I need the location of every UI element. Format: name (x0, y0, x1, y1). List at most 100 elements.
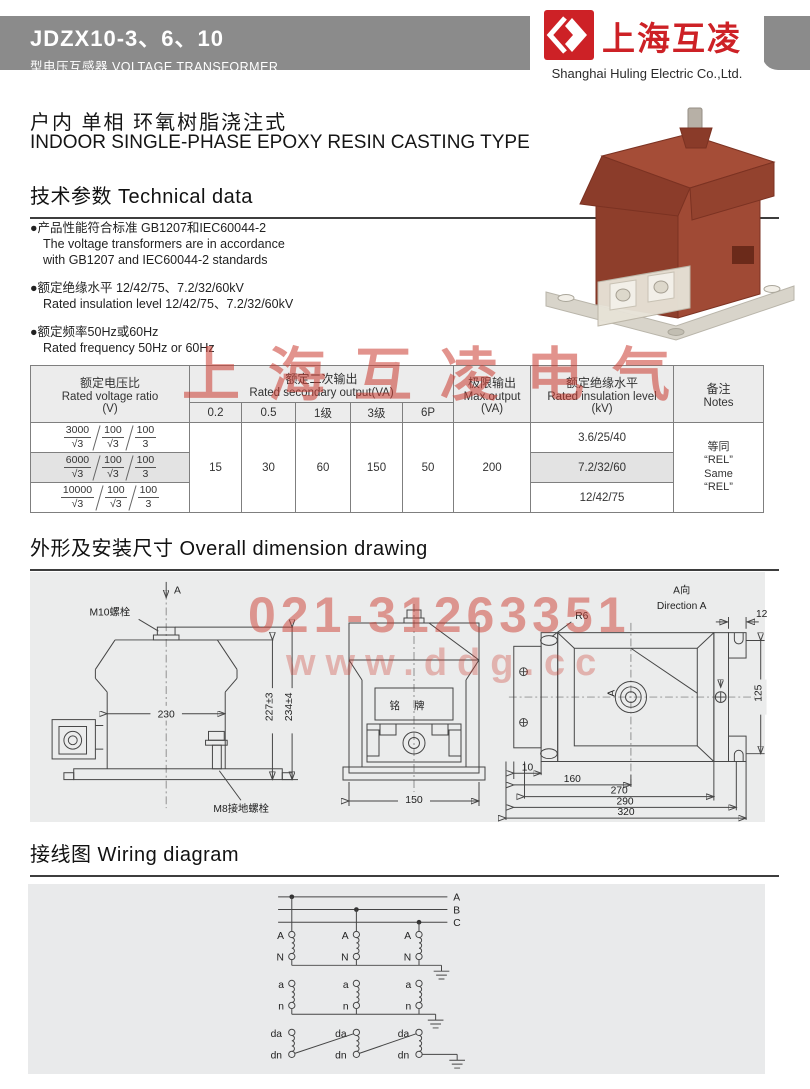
terminal-n-label: n (343, 1001, 349, 1012)
header-bar (0, 16, 534, 70)
dim-height-234: 234±4 (284, 692, 295, 721)
terminal-dn-label: dn (335, 1050, 347, 1061)
technical-data-list: ●产品性能符合标准 GB1207和IEC60044-2 The voltage … (30, 220, 510, 368)
tech-bullet-cn: ●产品性能符合标准 GB1207和IEC60044-2 (30, 221, 267, 235)
col-notes-header: 备注 Notes (673, 365, 765, 423)
header-cn: 备注 (706, 381, 731, 396)
wiring-diagram: A B C A A A N N N (271, 893, 465, 1069)
terminal-A-label: A (277, 931, 284, 942)
dim-12: 12 (756, 609, 768, 620)
output-class3-value: 150 (350, 422, 403, 513)
header-unit: (kV) (591, 402, 613, 415)
terminal-dn-label: dn (398, 1050, 410, 1061)
col-insulation-header: 额定绝缘水平 Rated insulation level (kV) (530, 365, 675, 423)
max-output-value: 200 (453, 422, 532, 513)
notes-cell: 等同 “REL” Same “REL” (673, 422, 765, 513)
brand-name-cn: 上海互凌 (602, 20, 742, 57)
tech-bullet: ●产品性能符合标准 GB1207和IEC60044-2 The voltage … (30, 220, 510, 268)
subheader-class3: 3级 (350, 402, 403, 423)
tech-bullet: ●额定绝缘水平 12/42/75、7.2/32/60kV Rated insul… (30, 280, 510, 312)
header-cn: 额定电压比 (79, 375, 140, 390)
header-en: Rated insulation level (547, 390, 657, 403)
terminal-n-label: n (278, 1001, 284, 1012)
tech-bullet-en: Rated frequency 50Hz or 60Hz (43, 341, 215, 355)
ground-symbol (449, 1059, 465, 1069)
col-secondary-output-header: 额定二次输出 Rated secondary output(VA) (188, 365, 455, 403)
dim-10: 10 (522, 762, 534, 773)
terminal-da-label: da (271, 1029, 282, 1040)
company-logo-box: 上海互凌 Shanghai Huling Electric Co.,Ltd. (530, 0, 764, 86)
tech-bullet: ●额定频率50Hz或60Hz Rated frequency 50Hz or 6… (30, 324, 510, 356)
header-en: Rated voltage ratio (61, 390, 159, 403)
terminal-N-label: N (341, 952, 348, 963)
header-unit: (V) (102, 402, 118, 415)
header-en: Notes (703, 396, 734, 409)
ground-symbol (427, 1019, 444, 1029)
header-unit: (VA) (480, 402, 504, 415)
dim-125: 125 (754, 684, 765, 701)
product-type-en: INDOOR SINGLE-PHASE EPOXY RESIN CASTING … (30, 132, 530, 153)
dim-290: 290 (617, 796, 634, 807)
product-photo (545, 107, 795, 341)
primary-windings: A A A N N N (277, 930, 450, 980)
output-class1-value: 60 (295, 422, 351, 513)
ground-symbol (433, 970, 450, 980)
subheader-6P: 6P (401, 402, 455, 423)
technical-data-heading: 技术参数 Technical data (30, 180, 779, 219)
wiring-heading: 接线图 Wiring diagram (30, 838, 779, 877)
secondary-windings: a a a n n n (278, 979, 444, 1029)
subheader-class1: 1级 (295, 402, 351, 423)
header-text: JDZX10-3、6、10 型电压互感器 VOLTAGE TRANSFORMER (30, 21, 278, 75)
terminal-da-label: da (398, 1029, 410, 1040)
terminal-N-label: N (404, 952, 411, 963)
insulation-value: 3.6/25/40 (530, 422, 675, 453)
terminal-dn-label: dn (271, 1050, 282, 1061)
header-cn: 额定绝缘水平 (566, 375, 639, 390)
insulation-value: 7.2/32/60 (530, 452, 675, 483)
header-cn: 额定二次输出 (285, 371, 358, 386)
notes-line: Same (704, 467, 733, 480)
terminal-a-label: a (343, 980, 349, 991)
header-cn: 极限输出 (468, 375, 517, 390)
terminal-a-label: a (278, 980, 284, 991)
terminal-da-label: da (335, 1029, 347, 1040)
tertiary-windings: da da da dn dn dn (271, 1028, 465, 1069)
output-0.5-value: 30 (241, 422, 296, 513)
subheader-0.2: 0.2 (189, 402, 242, 423)
subheader-0.5: 0.5 (241, 402, 296, 423)
company-logo-icon (544, 10, 594, 60)
r6-label: R6 (575, 611, 588, 622)
header-en: Max.output (463, 390, 521, 403)
m10-bolt-label: M10螺栓 (89, 605, 130, 618)
tech-bullet-en: with GB1207 and IEC60044-2 standards (43, 253, 268, 267)
side-view-drawing: 铭牌 150 (326, 604, 486, 806)
front-view-drawing: A M10螺栓 230 227±3 234± (51, 581, 298, 815)
dim-width-150: 150 (405, 794, 423, 806)
output-0.2-value: 15 (189, 422, 242, 513)
dimension-heading: 外形及安装尺寸 Overall dimension drawing (30, 532, 779, 571)
terminal-A-label: A (404, 931, 411, 942)
nameplate-label: 铭牌 (390, 699, 439, 712)
dim-320: 320 (617, 807, 634, 818)
product-model-title: JDZX10-3、6、10 (30, 26, 224, 51)
direction-a-center-label: A (606, 690, 617, 697)
bus-b-label: B (453, 905, 460, 916)
tech-bullet-en: The voltage transformers are in accordan… (43, 237, 285, 251)
direction-a-title-cn: A向 (673, 584, 690, 597)
header-en: Rated secondary output(VA) (249, 386, 394, 399)
spec-table: 额定电压比 Rated voltage ratio (V) 额定二次输出 Rat… (30, 365, 765, 513)
dim-height-227: 227±3 (264, 692, 275, 721)
bus-c-label: C (453, 918, 461, 929)
direction-a-arrow-label: A (174, 586, 181, 597)
terminal-n-label: n (405, 1001, 411, 1012)
brand-name-en: Shanghai Huling Electric Co.,Ltd. (551, 66, 743, 81)
direction-a-drawing: A向 Direction A A R6 (478, 584, 768, 822)
wiring-panel: A B C A A A N N N (28, 884, 765, 1074)
insulation-value: 12/42/75 (530, 482, 675, 513)
